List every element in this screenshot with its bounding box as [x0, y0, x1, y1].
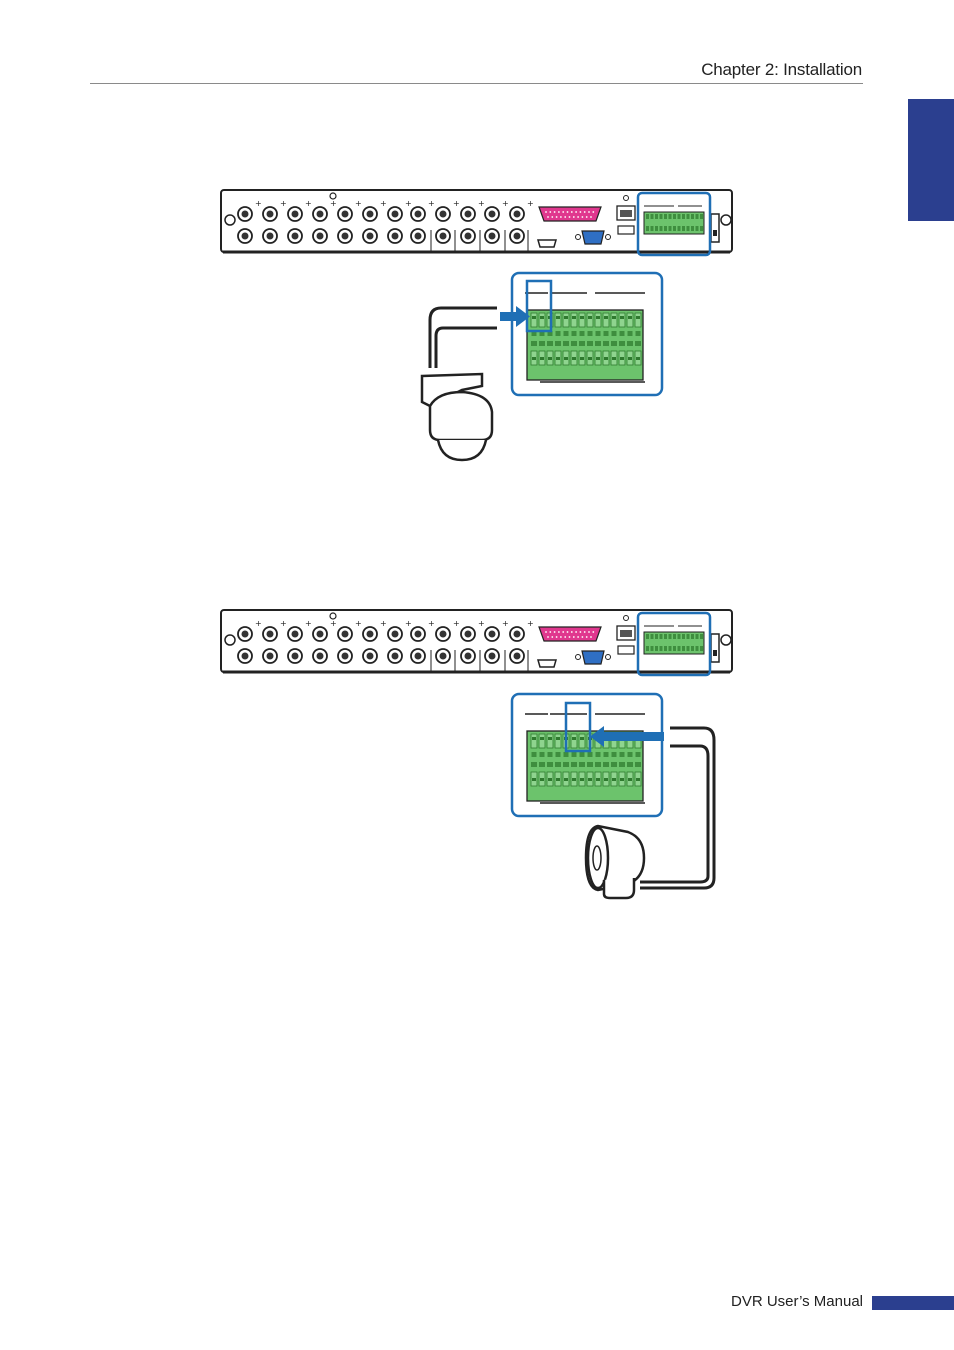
- svg-text:+: +: [355, 619, 362, 628]
- svg-text:+: +: [255, 199, 262, 208]
- svg-text:+: +: [527, 619, 534, 628]
- svg-text:+: +: [502, 199, 509, 208]
- manual-title: DVR User’s Manual: [731, 1293, 863, 1310]
- svg-text:+: +: [380, 619, 387, 628]
- terminal-callout: [512, 694, 662, 816]
- header-rule: [90, 83, 863, 84]
- svg-text:+: +: [280, 199, 287, 208]
- svg-text:+: +: [355, 199, 362, 208]
- dvr-rear-panel: + + + + + + + + + + + +: [221, 610, 732, 675]
- svg-text:+: +: [527, 199, 534, 208]
- svg-text:+: +: [405, 199, 412, 208]
- svg-text:+: +: [453, 199, 460, 208]
- svg-text:+: +: [428, 199, 435, 208]
- figure-ptz-connection: + + + + + + + + + + + +: [0, 180, 954, 470]
- svg-text:+: +: [330, 619, 337, 628]
- terminal-callout: [512, 273, 662, 395]
- svg-text:+: +: [478, 619, 485, 628]
- svg-text:+: +: [405, 619, 412, 628]
- svg-text:+: +: [280, 619, 287, 628]
- figure-siren-connection: + + + + + + + + + + + +: [0, 600, 954, 910]
- svg-text:+: +: [502, 619, 509, 628]
- dvr-rear-panel: + + + + + + + + + + + +: [221, 190, 732, 255]
- svg-text:+: +: [478, 199, 485, 208]
- svg-text:+: +: [330, 199, 337, 208]
- svg-text:+: +: [380, 199, 387, 208]
- chapter-title: Chapter 2: Installation: [701, 60, 862, 80]
- svg-text:+: +: [428, 619, 435, 628]
- svg-text:+: +: [305, 199, 312, 208]
- ptz-dome-camera-icon: [422, 308, 497, 460]
- footer-bar: [872, 1296, 954, 1310]
- svg-text:+: +: [255, 619, 262, 628]
- svg-text:+: +: [305, 619, 312, 628]
- svg-text:+: +: [453, 619, 460, 628]
